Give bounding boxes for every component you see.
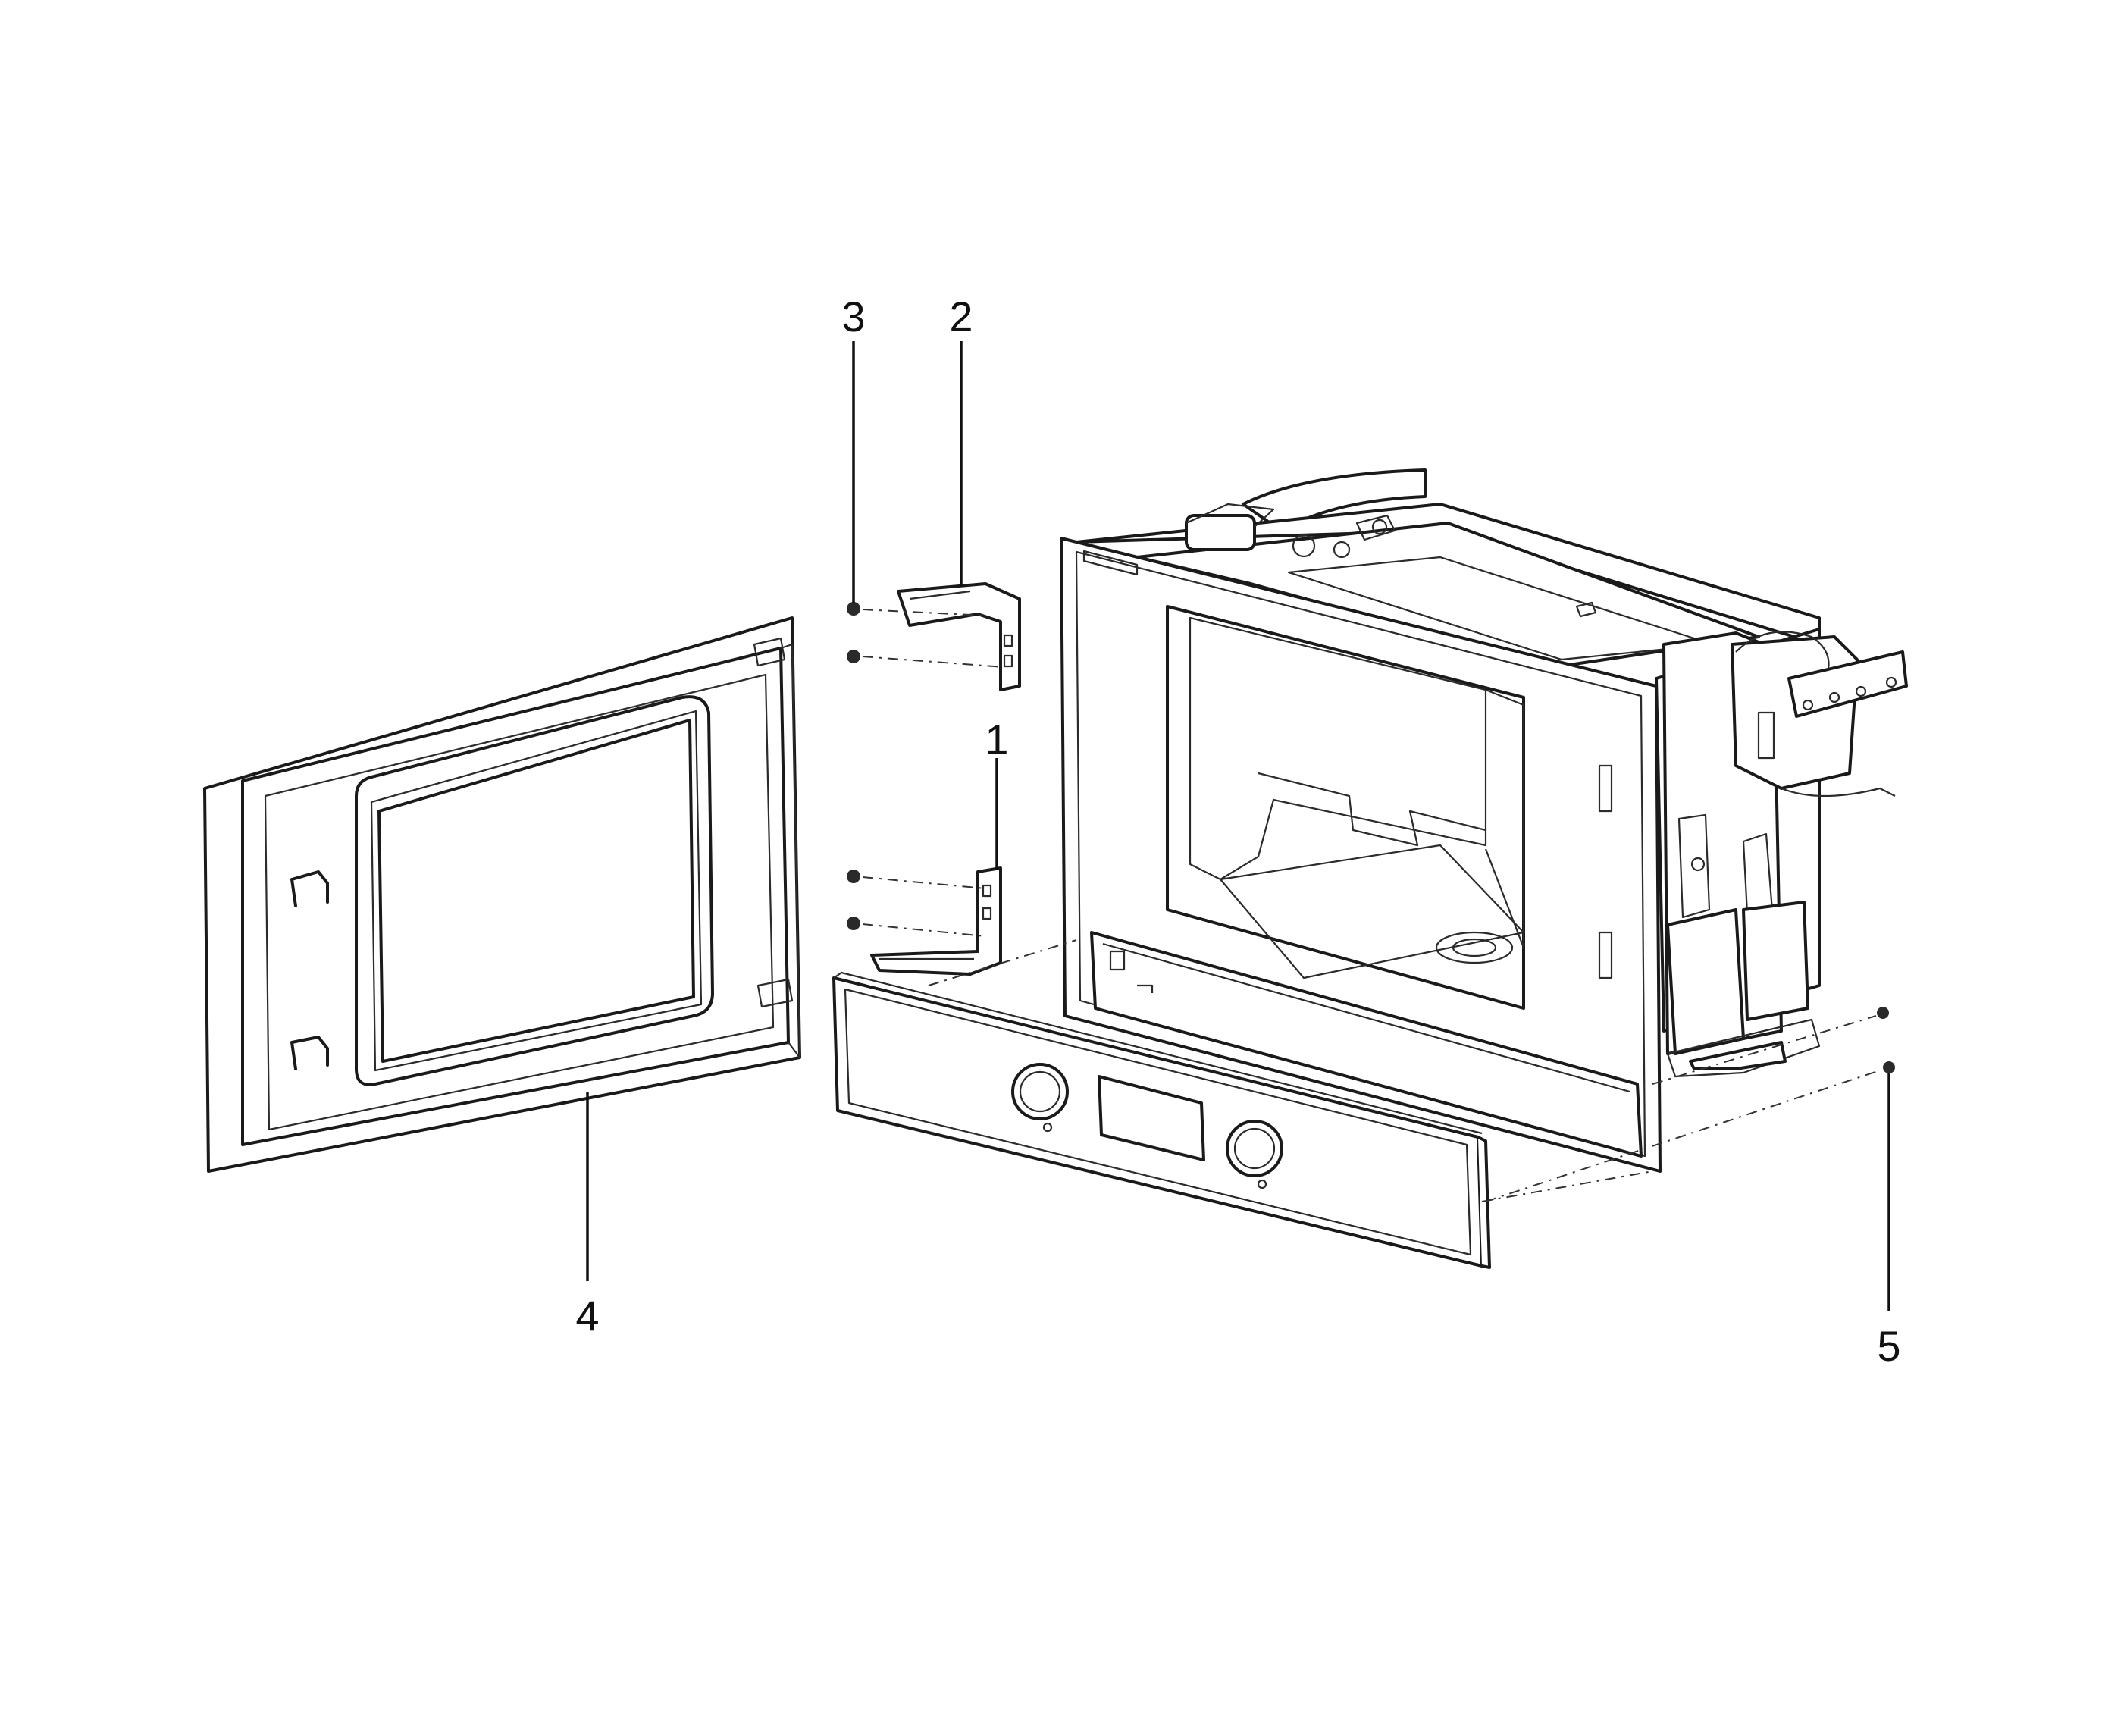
door-hook-lower [290, 1036, 329, 1070]
door-hook-upper [290, 870, 329, 907]
upper-hinge-slot-2 [1003, 654, 1013, 668]
upper-hinge-body [897, 582, 1021, 691]
assembly-path [928, 939, 1077, 986]
lower-hinge-slot-1 [982, 884, 992, 898]
wire-harness [1781, 787, 1896, 797]
frame-label-plate [1082, 550, 1139, 576]
window-inner-trim [370, 710, 703, 1072]
assembly-path [862, 656, 1005, 668]
leader-lines [586, 341, 1890, 1311]
hinge-screws [847, 602, 1005, 937]
coupler-hub [1452, 938, 1497, 957]
recess-latch [1109, 950, 1126, 971]
callout-1: 1 [985, 716, 1008, 763]
cavity-opening [1166, 605, 1525, 1010]
lower-hinge-slot-2 [982, 907, 992, 920]
base-foot [1689, 1041, 1787, 1070]
front-frame-inner-edge [1075, 550, 1646, 1158]
door-corner-bottom [756, 978, 794, 1008]
display-window [1098, 1075, 1205, 1161]
cavity-wall-embossing [1258, 772, 1486, 847]
cavity-back-wall [1189, 616, 1487, 881]
screw-icon [847, 602, 860, 616]
fascia-end [1477, 1136, 1491, 1269]
control-board [1742, 901, 1809, 1021]
screw-icon [1877, 1007, 1889, 1019]
top-sensor [1371, 519, 1388, 535]
top-fastener-b [1333, 541, 1351, 559]
control-panel [832, 971, 1491, 1269]
door [203, 616, 801, 1173]
door-corner-top [753, 637, 786, 667]
switch-bracket [1677, 813, 1711, 919]
plate-hole-3 [1855, 685, 1867, 697]
assembly-path [862, 609, 986, 616]
top-clip [1575, 601, 1597, 618]
plate-hole-4 [1885, 676, 1897, 688]
upper-hinge-bracket [897, 582, 1021, 691]
callout-3: 3 [841, 293, 865, 340]
frame-slot-upper [1598, 764, 1613, 813]
fascia-inner-border [844, 988, 1472, 1256]
lower-hinge-body [870, 866, 1002, 976]
magnetron-dome [1735, 631, 1830, 675]
assembly-path [862, 876, 986, 889]
bracket-screw [1690, 857, 1706, 872]
callout-2: 2 [949, 293, 973, 340]
control-recess [1090, 931, 1643, 1158]
callout-4: 4 [575, 1292, 599, 1340]
screw-icon [847, 870, 860, 883]
panel-screws [1877, 1007, 1895, 1073]
assembly-path [1652, 1015, 1877, 1085]
top-motor-cap [1186, 503, 1275, 528]
callouts: 3 2 1 4 5 [575, 293, 1900, 1370]
oven-body [1060, 468, 1908, 1173]
callout-5: 5 [1877, 1322, 1900, 1370]
plate-hole-2 [1828, 691, 1840, 703]
mounting-plate [1787, 650, 1908, 718]
fascia-top-edge [833, 971, 1483, 1135]
top-fastener-a [1292, 534, 1316, 558]
recess-tab [1137, 984, 1154, 993]
assembly-path [1485, 1070, 1881, 1202]
screw-icon [847, 917, 860, 930]
right-knob-ring [1233, 1127, 1276, 1170]
upper-hinge-slot-1 [1003, 634, 1013, 647]
electronics-assembly [1662, 631, 1908, 1078]
cavity-side-wall [1484, 688, 1525, 949]
screw-icon [1883, 1061, 1895, 1073]
frame-slot-lower [1598, 931, 1613, 979]
assembly-guides [928, 939, 1881, 1202]
plate-hole-1 [1802, 699, 1814, 711]
door-edge [780, 643, 801, 1059]
door-frame-line [264, 673, 775, 1131]
top-motor-housing [1185, 514, 1256, 551]
door-window-glass [377, 719, 695, 1063]
top-bracket [1355, 514, 1396, 541]
recess-rail [1102, 942, 1630, 1093]
component-a [1757, 711, 1775, 760]
transformer [1666, 908, 1745, 1055]
turntable-coupler [1435, 931, 1514, 964]
assembly-path [862, 923, 986, 937]
lower-hinge-bracket [870, 866, 1002, 976]
left-knob-ring [1019, 1070, 1061, 1113]
assembly-path [1481, 1170, 1653, 1202]
screw-icon [847, 650, 860, 663]
upper-hinge-arm [909, 590, 971, 600]
left-knob-indicator [1042, 1122, 1053, 1133]
right-knob-indicator [1257, 1179, 1267, 1189]
